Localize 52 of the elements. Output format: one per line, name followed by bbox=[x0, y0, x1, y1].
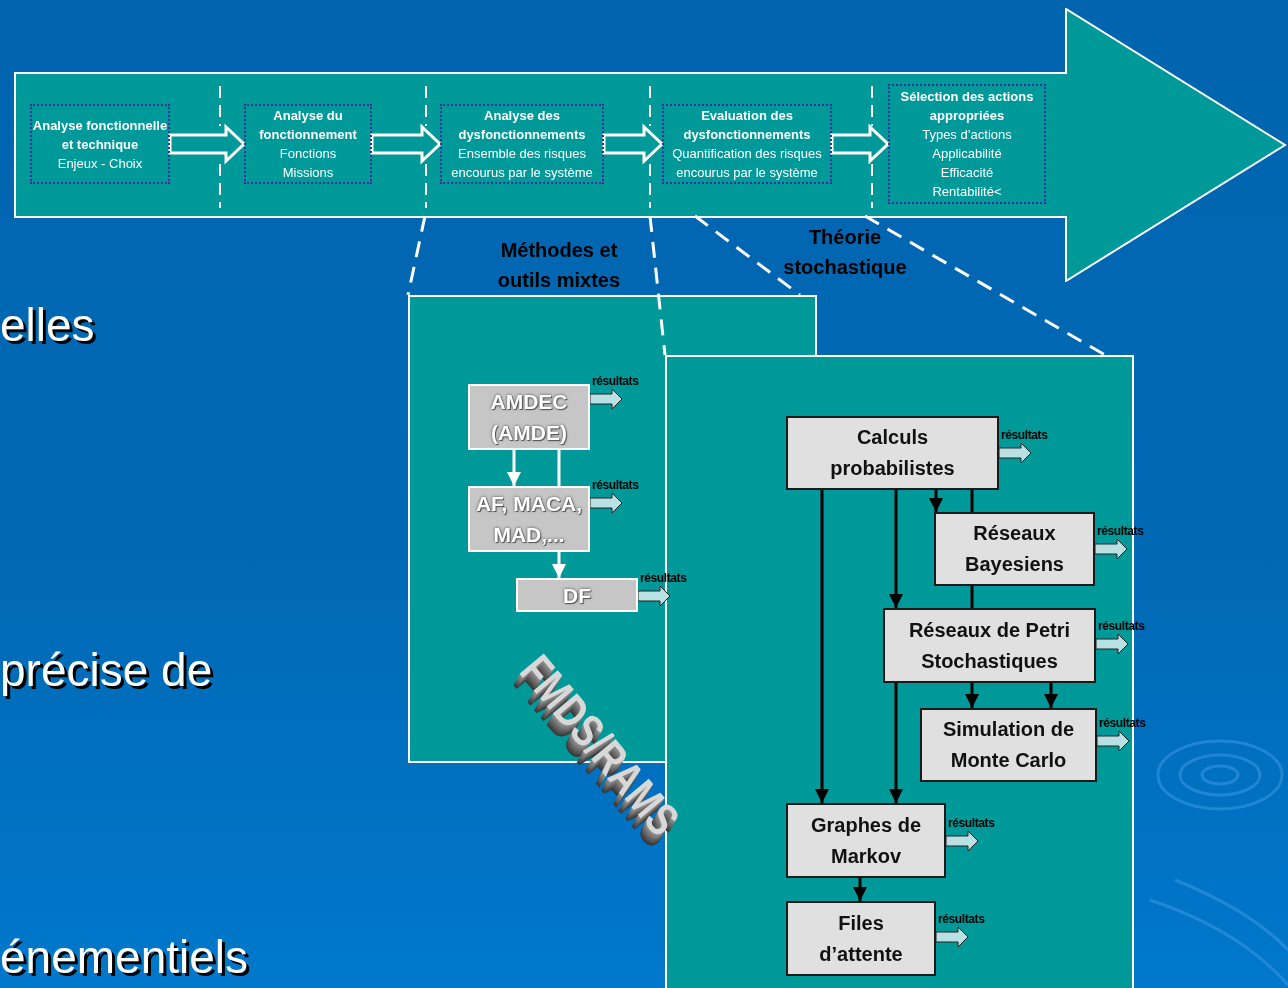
arrow bbox=[889, 683, 903, 803]
edge-label: résultats bbox=[938, 912, 985, 926]
block-arrow bbox=[945, 830, 979, 852]
block-arrow bbox=[1096, 730, 1130, 752]
edge-label: résultats bbox=[592, 374, 639, 388]
block-arrow bbox=[830, 123, 891, 165]
stage-box: Analyse du fonctionnement Fonctions Missions bbox=[244, 104, 372, 184]
stage-box: Analyse des dysfonctionnements Ensemble des risques encourus par le système bbox=[440, 104, 604, 184]
stage-box: Sélection des actions appropriées Types d’actions Applicabilité Efficacité Rentabilité< bbox=[888, 84, 1046, 204]
process-box: AMDEC (AMDE) bbox=[468, 384, 590, 450]
block-arrow bbox=[168, 123, 247, 165]
process-box: Graphes de Markov bbox=[786, 803, 946, 878]
connector-line bbox=[970, 586, 974, 608]
arrow bbox=[889, 490, 903, 608]
block-arrow bbox=[1095, 633, 1129, 655]
block-arrow bbox=[589, 492, 623, 514]
slide-text: énementiels bbox=[0, 932, 249, 982]
edge-label: résultats bbox=[948, 816, 995, 830]
process-box: Réseaux de Petri Stochastiques bbox=[883, 608, 1096, 683]
arrow bbox=[929, 490, 943, 512]
block-arrow bbox=[1094, 538, 1128, 560]
block-arrow bbox=[602, 123, 665, 165]
block-arrow bbox=[998, 442, 1032, 464]
dashed-line bbox=[694, 214, 801, 297]
process-box: Simulation de Monte Carlo bbox=[920, 708, 1097, 782]
process-box: Calculs probabilistes bbox=[786, 416, 999, 490]
process-box: Réseaux Bayesiens bbox=[934, 512, 1095, 586]
stage-box: Analyse fonctionnelle et technique Enjeux - Choix bbox=[30, 104, 170, 184]
slide-text: elles bbox=[0, 300, 95, 350]
block-arrow bbox=[370, 123, 443, 165]
process-box: DF bbox=[516, 578, 638, 612]
edge-label: résultats bbox=[1001, 428, 1048, 442]
dashed-line bbox=[406, 215, 427, 296]
section-heading: Théorie stochastique bbox=[782, 225, 908, 280]
arrow bbox=[1044, 683, 1058, 708]
block-arrow bbox=[589, 388, 623, 410]
block-arrow bbox=[637, 585, 671, 607]
connector-line bbox=[970, 490, 974, 512]
stage-box: Evaluation des dysfonctionnements Quantification des risques encourus par le système bbox=[662, 104, 832, 184]
process-box: Files d’attente bbox=[786, 901, 936, 976]
arrow bbox=[507, 450, 521, 486]
arrow bbox=[552, 552, 566, 578]
slide-text: précise de bbox=[0, 645, 213, 695]
arrow bbox=[965, 683, 979, 708]
connector-line bbox=[557, 450, 561, 486]
arrow bbox=[815, 490, 829, 803]
block-arrow bbox=[935, 926, 969, 948]
arrow bbox=[853, 878, 867, 901]
panel-heading: Méthodes et outils mixtes bbox=[496, 238, 622, 293]
dashed-line bbox=[864, 214, 1106, 357]
dashed-line bbox=[648, 215, 667, 356]
edge-label: résultats bbox=[592, 478, 639, 492]
